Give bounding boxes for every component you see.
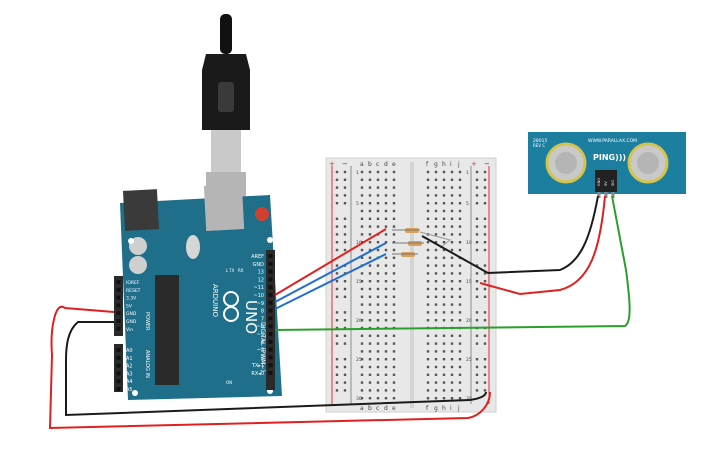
digital-pin-label: ~11 <box>253 285 264 291</box>
black-wire-gnd <box>65 321 487 417</box>
red-wire-sensor-5v <box>479 195 606 296</box>
bb-row-number-right: 25 <box>466 357 472 363</box>
bb-row-number-right: 1 <box>466 170 469 176</box>
digital-pin-label: 7 <box>261 316 264 322</box>
bb-row-number-right: 5 <box>466 201 469 207</box>
power-pin-label: 5V <box>126 303 133 309</box>
bb-col-letter-top: g <box>434 161 438 168</box>
rail-plus-right: + <box>471 160 477 168</box>
digital-pin-label: AREF <box>251 254 264 260</box>
arduino-model: UNO <box>242 300 260 334</box>
arduino-brand: ARDUINO <box>211 284 219 317</box>
bb-col-letter-bottom: g <box>434 405 438 412</box>
bb-row-number-right: 10 <box>466 240 472 246</box>
digital-pin-label: ~10 <box>253 293 264 299</box>
blue-wire-pin-9 <box>274 253 387 310</box>
analog-pin-label: A4 <box>126 379 133 385</box>
bb-row-number-right: 15 <box>466 279 472 285</box>
bb-col-letter-top: i <box>450 161 452 168</box>
resistors <box>392 228 452 257</box>
bb-col-letter-bottom: i <box>450 405 452 412</box>
bb-col-letter-top: f <box>426 161 429 168</box>
bb-col-letter-top: a <box>360 161 364 168</box>
bb-col-letter-top: d <box>384 161 388 168</box>
digital-pin-label: ~6 <box>257 324 264 330</box>
tx-label: TX <box>228 268 234 273</box>
bb-col-letter-bottom: a <box>360 405 364 412</box>
bb-row-number-left: 10 <box>356 240 362 246</box>
rail-minus-right: − <box>484 160 490 168</box>
sensor-name: PING))) <box>593 153 626 162</box>
bb-col-letter-top: j <box>457 161 460 168</box>
analog-pin-label: A1 <box>126 356 133 362</box>
digital-pin-label: GND <box>253 262 265 268</box>
digital-label: DIGITAL (PWM~) <box>259 322 266 372</box>
bb-row-number-left: 1 <box>356 170 359 176</box>
on-label: ON <box>226 380 232 385</box>
digital-pin-label: TX▸1 <box>251 363 264 369</box>
bb-col-letter-bottom: c <box>376 405 379 412</box>
sensor-website: WWW.PARALLAX.COM <box>588 138 637 144</box>
digital-pin-label: ~5 <box>257 332 264 338</box>
power-pin-label: Vin <box>126 327 133 333</box>
bb-col-letter-bottom: h <box>442 405 446 412</box>
power-pin-label: IOREF <box>126 280 140 286</box>
sensor-pin-label: SIG <box>611 180 615 186</box>
wires <box>48 195 631 430</box>
bb-col-letter-bottom: e <box>392 405 396 412</box>
analog-pin-label: A0 <box>126 348 133 354</box>
bb-row-number-left: 5 <box>356 201 359 207</box>
bb-row-number-left: 20 <box>356 318 362 324</box>
sensor-pin-label: GND <box>597 178 601 186</box>
digital-pin-label: ~3 <box>257 348 264 354</box>
bb-col-letter-bottom: d <box>384 405 388 412</box>
red-wire-5v <box>48 305 491 430</box>
bb-col-letter-top: e <box>392 161 396 168</box>
green-wire-signal <box>274 195 631 331</box>
bb-col-letter-top: c <box>376 161 379 168</box>
rail-plus-left: + <box>329 160 335 168</box>
bb-col-letter-top: h <box>442 161 446 168</box>
power-label: POWER <box>144 312 150 331</box>
bb-col-letter-bottom: b <box>368 405 372 412</box>
bb-row-number-left: 25 <box>356 357 362 363</box>
bb-row-number-left: 15 <box>356 279 362 285</box>
power-pin-label: RESET <box>126 288 141 294</box>
digital-pin-label: 4 <box>261 340 264 346</box>
digital-pin-label: ~9 <box>257 301 264 307</box>
red-wire-pin-11 <box>274 228 387 296</box>
analog-pin-label: A2 <box>126 364 133 370</box>
digital-pin-label: RX◂0 <box>251 371 264 377</box>
rail-minus-left: − <box>342 160 348 168</box>
analog-label: ANALOG IN <box>144 350 150 378</box>
l-label: L <box>226 268 229 273</box>
blue-wire-pin-10 <box>274 242 387 303</box>
ping-ultrasonic-sensor: 28015 REV C WWW.PARALLAX.COM PING))) GND… <box>528 132 686 198</box>
digital-pin-label: 2 <box>261 355 264 361</box>
bb-col-letter-top: b <box>368 161 372 168</box>
bb-col-letter-bottom: f <box>426 405 429 412</box>
sensor-model: 28015 <box>533 138 547 144</box>
sensor-rev: REV C <box>533 143 545 148</box>
power-pin-label: GND <box>126 319 137 325</box>
analog-pin-label: A5 <box>126 387 133 393</box>
rx-label: RX <box>238 268 244 273</box>
power-pin-label: GND <box>126 311 137 317</box>
power-pin-label: 3.3V <box>126 296 137 302</box>
bb-row-number-left: 30 <box>356 396 362 402</box>
bb-row-number-right: 20 <box>466 318 472 324</box>
digital-pin-label: 13 <box>258 270 264 276</box>
sensor-pin-label: 5V <box>604 181 608 186</box>
arduino-logo-icon <box>223 291 239 322</box>
digital-pin-label: 8 <box>261 309 264 315</box>
digital-pin-label: 12 <box>258 277 264 283</box>
black-wire-sensor-gnd <box>421 195 599 275</box>
bb-col-letter-bottom: j <box>457 405 460 412</box>
analog-pin-label: A3 <box>126 371 133 377</box>
